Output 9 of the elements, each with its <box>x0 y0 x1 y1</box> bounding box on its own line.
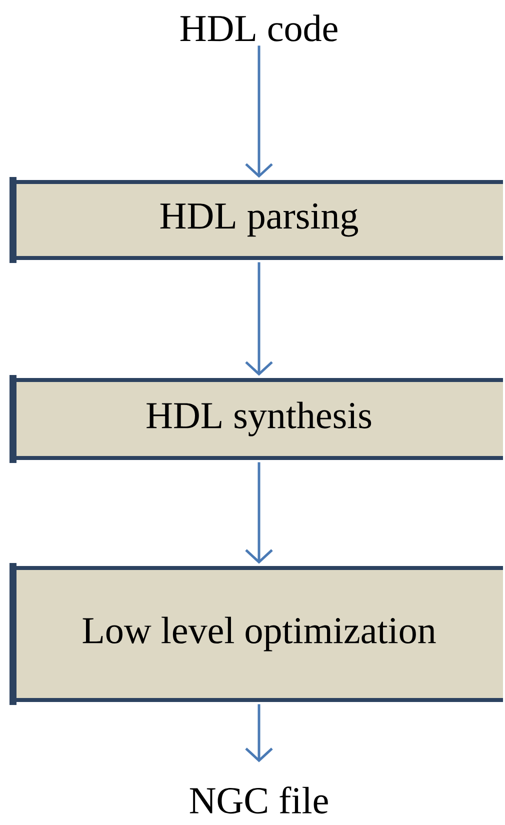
arrow <box>245 704 273 762</box>
arrow <box>245 46 273 178</box>
arrow <box>245 262 273 376</box>
flow-label: NGC file <box>190 786 328 814</box>
process-box: HDL parsing <box>10 177 505 263</box>
flow-label: HDL code <box>180 14 338 42</box>
process-box: HDL synthesis <box>10 375 505 463</box>
arrow <box>245 462 273 564</box>
process-box: Low level optimization <box>10 563 505 705</box>
